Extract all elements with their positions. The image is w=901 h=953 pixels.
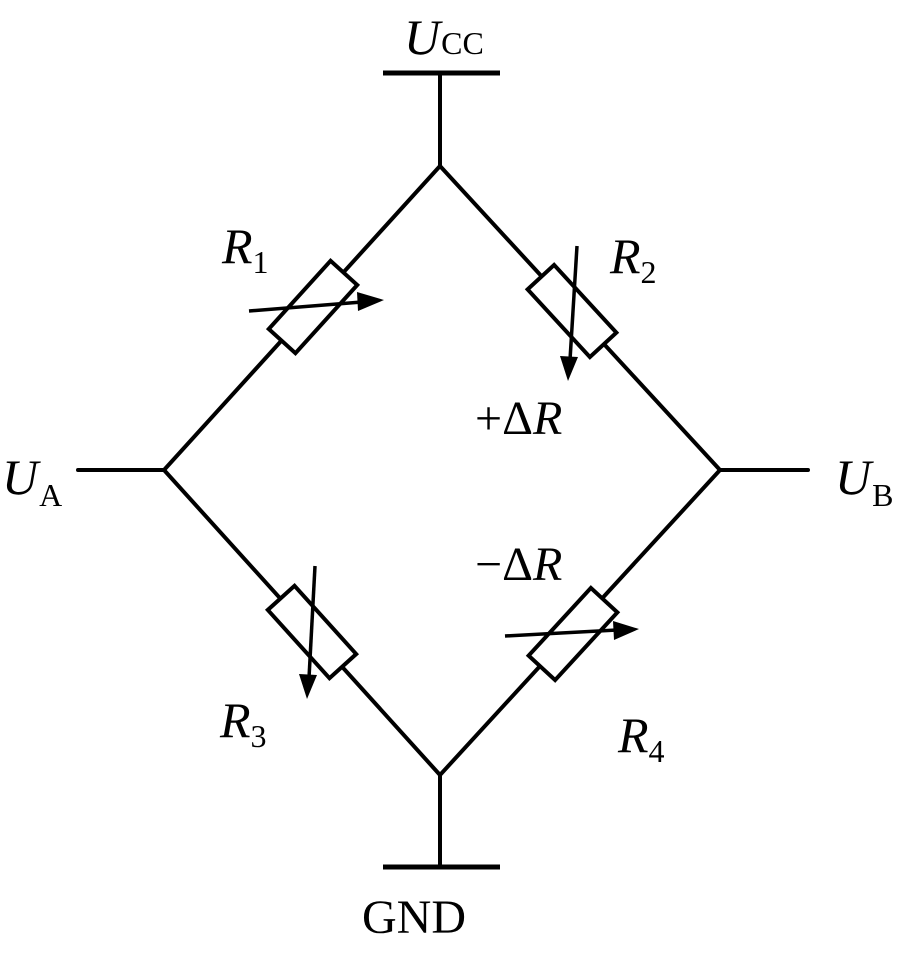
- adjust-arrow-r3: [299, 565, 317, 699]
- label-ucc: UCC: [404, 9, 484, 65]
- label-r1: R1: [221, 218, 269, 280]
- adjust-arrow-r4: [504, 621, 639, 640]
- label-r3: R3: [219, 692, 267, 754]
- adjust-arrow-r1: [248, 292, 384, 313]
- adjust-arrow-r2: [560, 245, 579, 381]
- label-ua: UA: [2, 449, 62, 513]
- label-gnd: GND: [362, 891, 466, 944]
- label-minus-delta-r: −ΔR: [475, 538, 562, 591]
- label-plus-delta-r: +ΔR: [475, 392, 562, 445]
- label-r2: R2: [609, 228, 657, 290]
- label-r4: R4: [617, 707, 665, 769]
- label-ub: UB: [835, 449, 893, 513]
